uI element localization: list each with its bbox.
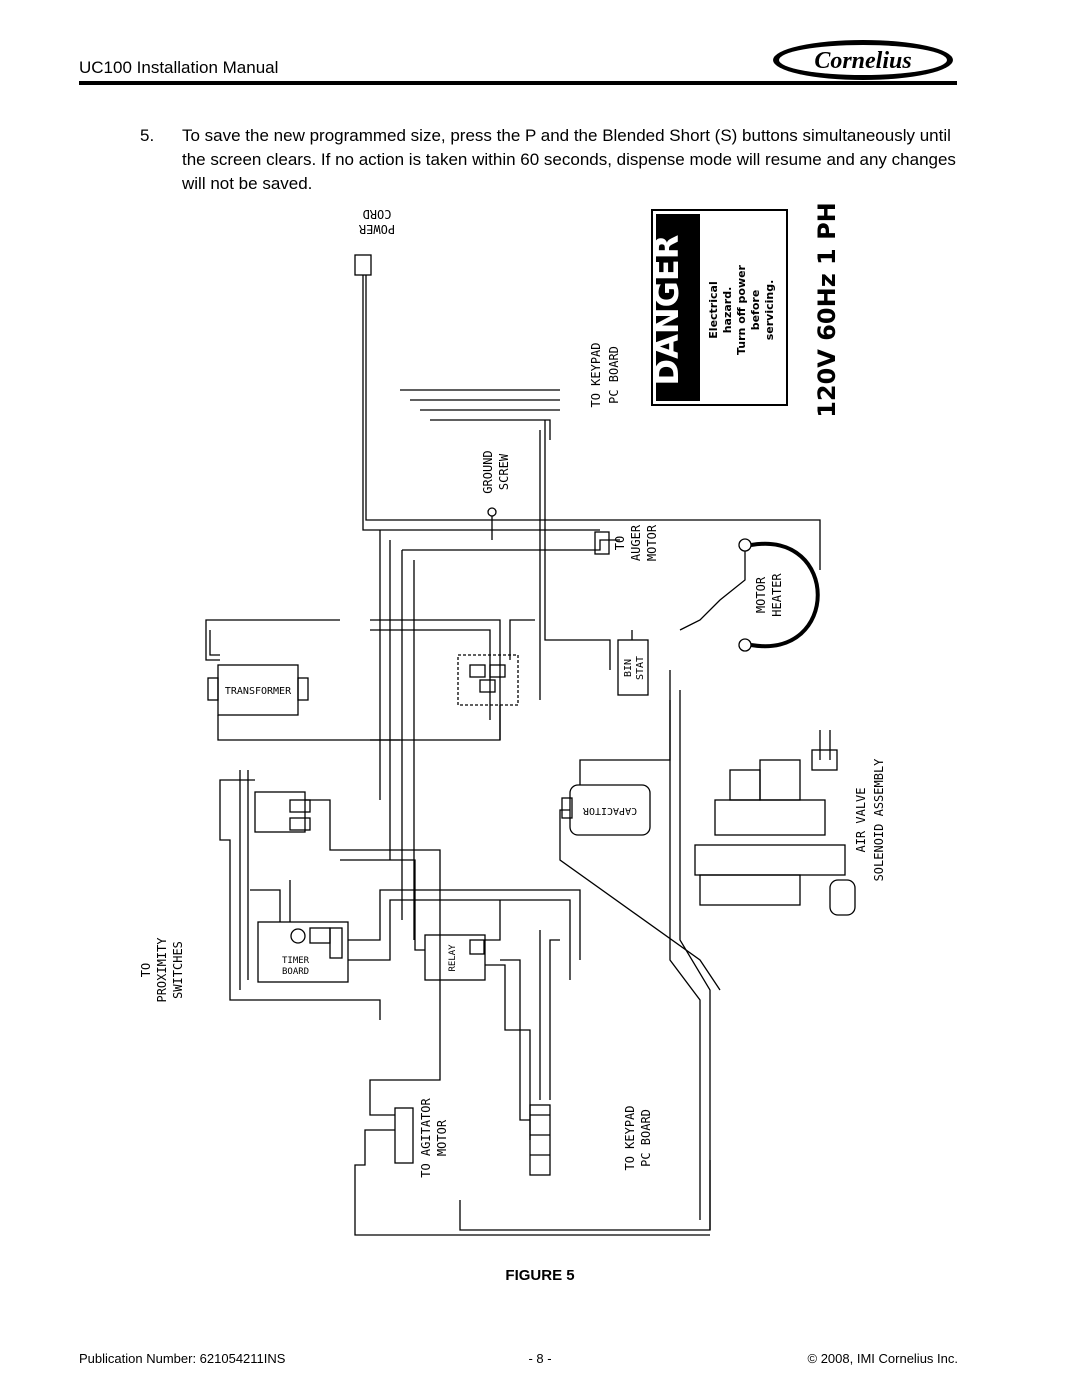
- header-rule: [79, 81, 957, 85]
- label-agitator-1: TO AGITATOR: [419, 1097, 433, 1177]
- label-relay: RELAY: [448, 944, 458, 972]
- label-bin-stat-1: BIN: [623, 659, 634, 677]
- label-timer-board-1: TIMER: [282, 956, 310, 966]
- step-number: 5.: [140, 126, 155, 145]
- label-auger-3: MOTOR: [645, 524, 659, 561]
- label-capacitor: CAPACITOR: [582, 805, 637, 816]
- danger-line-4: before: [749, 290, 762, 331]
- danger-heading: DANGER: [648, 235, 686, 386]
- label-keypad-bottom-1: TO KEYPAD: [623, 1105, 637, 1170]
- label-proximity-3: SWITCHES: [171, 941, 185, 999]
- voltage-rating: 120V 60Hz 1 PH: [813, 202, 841, 418]
- label-transformer: TRANSFORMER: [225, 686, 292, 697]
- label-motor-heater-2: HEATER: [770, 573, 784, 617]
- page-number: - 8 -: [528, 1351, 552, 1366]
- document-header-title: UC100 Installation Manual: [79, 58, 279, 77]
- label-timer-board-2: BOARD: [282, 967, 309, 977]
- figure-caption: FIGURE 5: [505, 1267, 575, 1284]
- label-ground-screw-1: GROUND: [481, 450, 495, 493]
- label-motor-heater-1: MOTOR: [754, 576, 768, 613]
- label-auger-1: TO: [613, 536, 627, 550]
- label-power-cord-2: CORD: [363, 207, 392, 221]
- label-auger-2: AUGER: [629, 524, 643, 561]
- danger-line-2: hazard.: [721, 287, 734, 334]
- label-air-valve-2: SOLENOID ASSEMBLY: [872, 758, 886, 882]
- label-air-valve-1: AIR VALVE: [854, 787, 868, 852]
- cornelius-logo: Cornelius: [773, 40, 953, 80]
- label-keypad-bottom-2: PC BOARD: [639, 1109, 653, 1167]
- label-bin-stat-2: STAT: [635, 656, 646, 680]
- label-agitator-2: MOTOR: [435, 1119, 449, 1156]
- label-keypad-top-2: PC BOARD: [607, 346, 621, 404]
- label-proximity-1: TO: [140, 963, 153, 977]
- copyright: © 2008, IMI Cornelius Inc.: [807, 1351, 958, 1366]
- label-ground-screw-2: SCREW: [497, 453, 511, 490]
- label-proximity-2: PROXIMITY: [155, 937, 169, 1003]
- label-power-cord-1: POWER: [358, 222, 395, 236]
- label-keypad-top-1: TO KEYPAD: [589, 342, 603, 407]
- svg-text:Cornelius: Cornelius: [814, 48, 911, 74]
- danger-line-3: Turn off power: [735, 264, 748, 355]
- danger-line-5: servicing.: [763, 280, 776, 341]
- danger-line-1: Electrical: [707, 281, 720, 338]
- publication-number: Publication Number: 621054211INS: [79, 1351, 286, 1366]
- wiring-diagram: DANGER Electrical hazard. Turn off power…: [140, 202, 886, 1236]
- step-text: To save the new programmed size, press t…: [182, 126, 956, 193]
